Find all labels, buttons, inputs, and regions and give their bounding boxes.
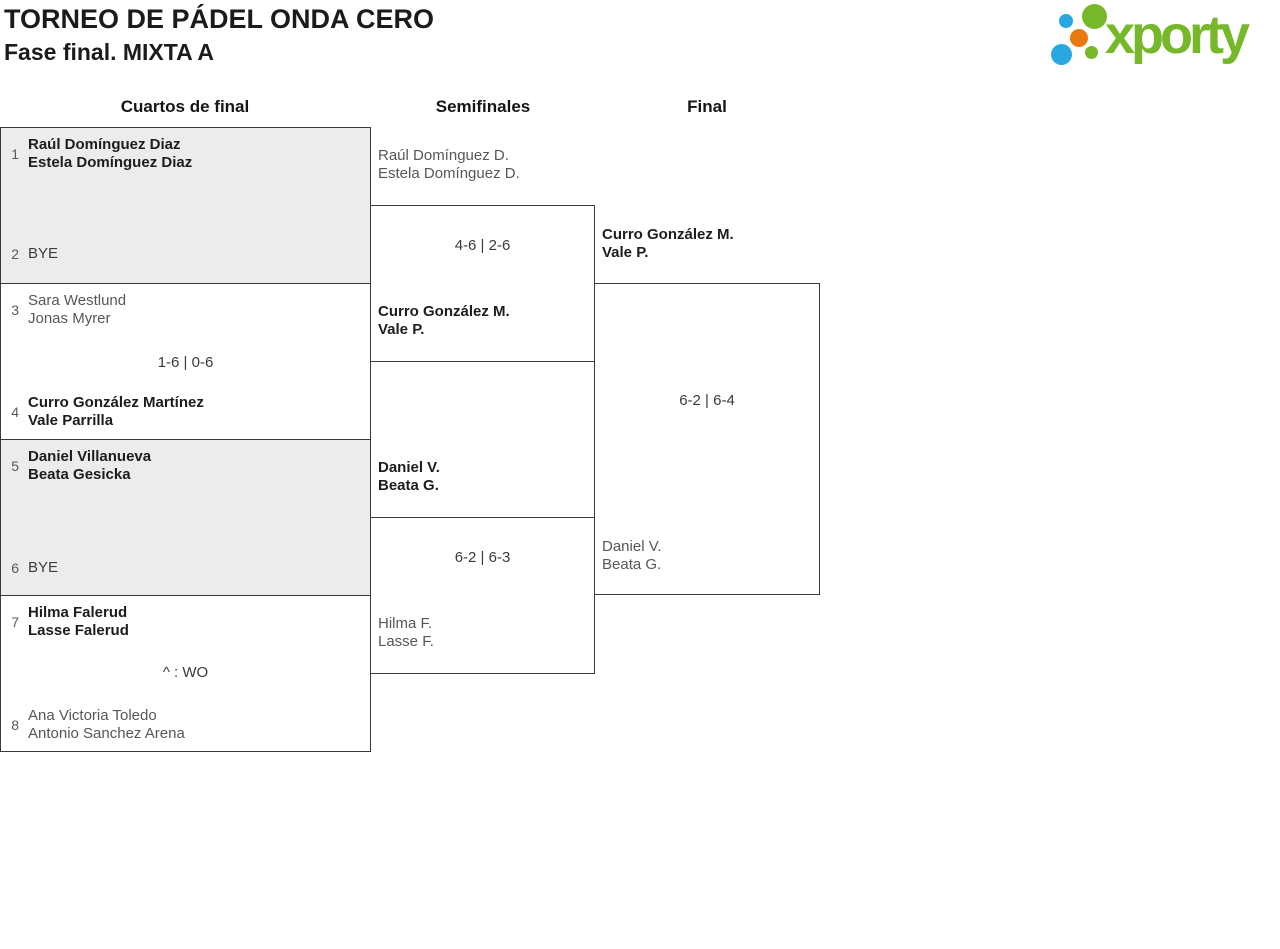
team-names: Raúl Domínguez Diaz Estela Domínguez Dia… (28, 136, 192, 172)
seed-number: 3 (11, 302, 19, 318)
entrant-qf-seed5: 5 Daniel Villanueva Beata Gesicka (6, 448, 151, 484)
match-score-qf4: ^ : WO (162, 664, 209, 681)
team-names: Daniel V. Beata G. (378, 459, 440, 495)
entrant-qf-seed1: 1 Raúl Domínguez Diaz Estela Domínguez D… (6, 136, 192, 172)
entrant-qf-seed2: 2 BYE (6, 245, 58, 263)
match-score-sf2: 6-2 | 6-3 (454, 549, 511, 566)
entrant-qf-seed4: 4 Curro González Martínez Vale Parrilla (6, 394, 204, 430)
round-header-semifinales: Semifinales (435, 97, 531, 116)
seed-number: 8 (11, 717, 19, 733)
team-names: Curro González M. Vale P. (378, 303, 510, 339)
match-score-qf2: 1-6 | 0-6 (157, 354, 214, 371)
team-name-line: Daniel V. (378, 459, 440, 476)
team-name-line: Antonio Sanchez Arena (28, 725, 185, 742)
entrant-qf-seed8: 8 Ana Victoria Toledo Antonio Sanchez Ar… (6, 707, 185, 743)
entrant-sf1-top: Raúl Domínguez D. Estela Domínguez D. (378, 147, 520, 183)
team-name-line: Estela Domínguez D. (378, 165, 520, 182)
team-names: Sara Westlund Jonas Myrer (28, 292, 126, 328)
team-name-line: Curro González Martínez (28, 394, 204, 411)
team-names: Ana Victoria Toledo Antonio Sanchez Aren… (28, 707, 185, 743)
seed-number: 2 (11, 246, 19, 262)
team-name-line: Raúl Domínguez D. (378, 147, 509, 164)
team-name-line: Daniel V. (602, 538, 662, 555)
entrant-qf-seed3: 3 Sara Westlund Jonas Myrer (6, 292, 126, 328)
logo-dot-green-small-icon (1085, 46, 1098, 59)
entrant-qf-seed7: 7 Hilma Falerud Lasse Falerud (6, 604, 129, 640)
team-names: Curro González Martínez Vale Parrilla (28, 394, 204, 430)
team-name-line: BYE (28, 245, 59, 262)
logo-dot-blue-large-icon (1051, 44, 1072, 65)
team-name-line: Jonas Myrer (28, 310, 111, 327)
team-name-line: Daniel Villanueva (28, 448, 152, 465)
team-name-line: Beata G. (602, 556, 662, 573)
team-name-line: Vale Parrilla (28, 412, 114, 429)
team-name-line: BYE (28, 559, 59, 576)
seed-number: 1 (11, 146, 19, 162)
seed-number: 7 (11, 614, 19, 630)
entrant-sf1-bottom: Curro González M. Vale P. (378, 303, 510, 339)
team-name-line: Raúl Domínguez Diaz (28, 136, 181, 153)
seed-number: 5 (11, 458, 19, 474)
team-names: Raúl Domínguez D. Estela Domínguez D. (378, 147, 520, 183)
team-name-line: Beata G. (378, 477, 439, 494)
page-subtitle: Fase final. MIXTA A (4, 39, 215, 65)
round-header-final: Final (687, 97, 727, 116)
xporty-logo-text: xporty (1105, 5, 1250, 65)
team-name-line: Sara Westlund (28, 292, 127, 309)
team-names: Daniel V. Beata G. (602, 538, 662, 574)
match-box-final (594, 283, 820, 595)
team-names: Curro González M. Vale P. (602, 226, 734, 262)
team-name-line: Vale P. (378, 321, 425, 338)
team-name-line: Hilma Falerud (28, 604, 128, 621)
entrant-final-top: Curro González M. Vale P. (602, 226, 734, 262)
logo-dot-blue-small-icon (1059, 14, 1073, 28)
team-names: Hilma Falerud Lasse Falerud (28, 604, 129, 640)
page-title: TORNEO DE PÁDEL ONDA CERO (4, 4, 435, 34)
match-score-final: 6-2 | 6-4 (679, 392, 735, 409)
team-names: Daniel Villanueva Beata Gesicka (28, 448, 151, 484)
logo-dot-green-large-icon (1082, 4, 1107, 29)
xporty-logo[interactable]: xporty (1050, 0, 1280, 78)
logo-dot-orange-icon (1070, 29, 1088, 47)
entrant-sf2-bottom: Hilma F. Lasse F. (378, 615, 434, 651)
round-header-cuartos: Cuartos de final (120, 97, 250, 116)
team-name-line: Ana Victoria Toledo (28, 707, 157, 724)
team-name-line: Beata Gesicka (28, 466, 131, 483)
entrant-final-bottom: Daniel V. Beata G. (602, 538, 662, 574)
team-name-line: Curro González M. (602, 226, 734, 243)
team-name-line: Curro González M. (378, 303, 510, 320)
team-name-line: Lasse Falerud (28, 622, 129, 639)
match-score-sf1: 4-6 | 2-6 (454, 237, 511, 254)
team-name-line: Hilma F. (378, 615, 433, 632)
team-name-line: Vale P. (602, 244, 649, 261)
entrant-sf2-top: Daniel V. Beata G. (378, 459, 440, 495)
match-box-sf2 (370, 517, 595, 674)
team-names: BYE (28, 245, 58, 263)
team-name-line: Lasse F. (378, 633, 434, 650)
team-name-line: Estela Domínguez Diaz (28, 154, 193, 171)
team-names: Hilma F. Lasse F. (378, 615, 434, 651)
entrant-qf-seed6: 6 BYE (6, 559, 58, 577)
team-names: BYE (28, 559, 58, 577)
seed-number: 4 (11, 404, 19, 420)
seed-number: 6 (11, 560, 19, 576)
